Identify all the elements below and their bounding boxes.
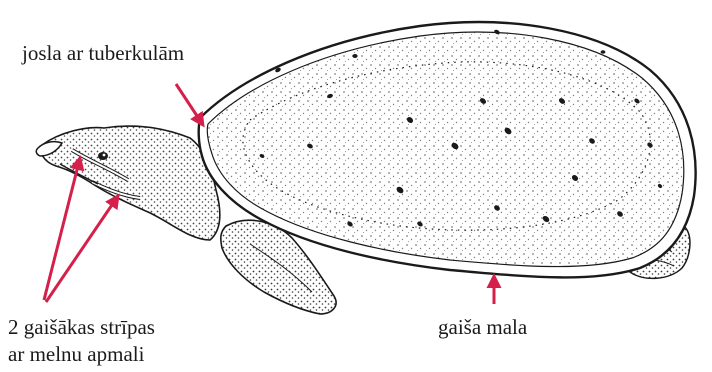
arrow-band-tubercles xyxy=(176,84,203,125)
eye-icon xyxy=(98,152,108,160)
label-light-rim: gaiša mala xyxy=(438,314,527,340)
label-band-tubercles: josla ar tuberkulām xyxy=(22,40,184,66)
label-light-stripes-line2: ar melnu apmali xyxy=(8,341,144,367)
label-light-stripes-line1: 2 gaišākas strīpas xyxy=(8,314,155,340)
